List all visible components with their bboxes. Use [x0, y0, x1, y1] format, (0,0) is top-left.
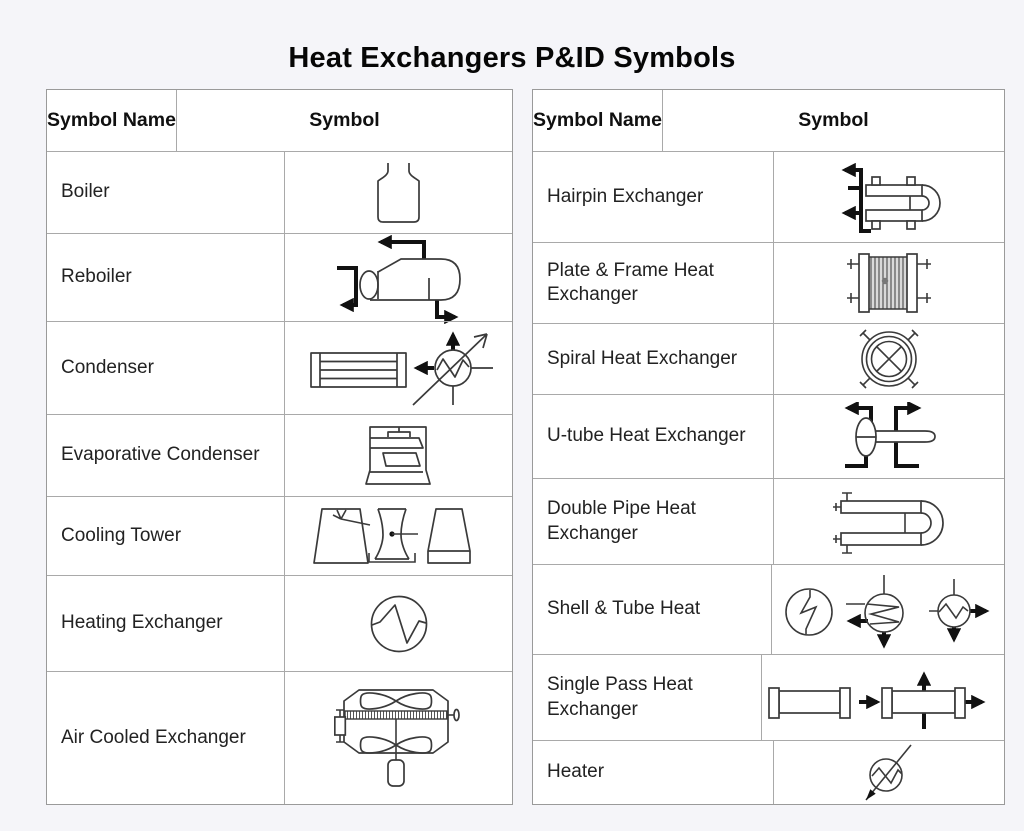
symbol-cell — [284, 497, 512, 575]
header-symbol: Symbol — [661, 90, 1004, 151]
evaporative-condenser-symbol — [364, 425, 431, 485]
symbol-cell — [773, 324, 1004, 394]
condenser-symbol — [309, 331, 493, 406]
single-pass-heat-exchanger-symbol — [768, 670, 986, 729]
table-row: Reboiler — [47, 233, 512, 325]
plate-frame-heat-exchanger-symbol — [847, 253, 932, 313]
air-cooled-exchanger-symbol — [333, 689, 460, 787]
table-row: Heating Exchanger — [47, 575, 512, 671]
symbol-name-cell: Heating Exchanger — [61, 612, 223, 634]
symbol-cell — [284, 415, 512, 496]
page-title: Heat Exchangers P&ID Symbols — [288, 42, 736, 74]
symbol-name-cell: Single Pass Heat Exchanger — [547, 674, 693, 720]
symbol-cell — [284, 576, 512, 671]
hairpin-exchanger-symbol — [841, 162, 941, 233]
symbol-name-cell: Hairpin Exchanger — [547, 185, 704, 207]
symbol-cell — [761, 655, 1004, 740]
symbol-name-cell: Boiler — [61, 181, 110, 203]
symbol-name-cell: Reboiler — [61, 266, 132, 288]
symbol-cell — [773, 243, 1004, 323]
table-header-row: Symbol Name Symbol — [47, 90, 512, 151]
symbol-cell — [771, 565, 1004, 654]
symbol-name-cell: Condenser — [61, 356, 154, 378]
spiral-heat-exchanger-symbol — [859, 329, 919, 389]
symbol-name-cell: Evaporative Condenser — [61, 444, 260, 466]
symbol-name-cell: Double Pipe Heat Exchanger — [547, 498, 696, 544]
symbol-name-cell: Heater — [547, 761, 605, 783]
table-row: Air Cooled Exchanger — [47, 671, 512, 804]
header-symbol-name: Symbol Name — [47, 109, 176, 131]
table-row: Hairpin Exchanger — [533, 151, 1004, 242]
table-header-row: Symbol Name Symbol — [533, 90, 1004, 151]
symbols-table-right: Symbol Name Symbol Hairpin Exchanger — [532, 89, 1005, 805]
header-symbol-name: Symbol Name — [533, 109, 662, 131]
table-row: Single Pass Heat Exchanger — [533, 654, 1004, 740]
u-tube-heat-exchanger-symbol — [844, 401, 936, 468]
symbol-cell — [773, 152, 1004, 242]
heater-symbol — [865, 743, 912, 801]
table-row: Plate & Frame Heat Exchanger — [533, 242, 1004, 323]
symbol-cell — [284, 672, 512, 804]
header-symbol: Symbol — [175, 90, 512, 151]
reboiler-symbol — [336, 234, 461, 325]
cooling-tower-symbol — [312, 508, 471, 564]
symbol-cell — [284, 234, 512, 325]
symbol-name-cell: Cooling Tower — [61, 524, 182, 546]
table-row: Double Pipe Heat Exchanger — [533, 478, 1004, 564]
table-row: Heater — [533, 740, 1004, 804]
symbol-cell — [284, 322, 512, 414]
symbol-name-cell: Spiral Heat Exchanger — [547, 347, 738, 369]
symbol-cell — [284, 152, 512, 233]
table-row: Evaporative Condenser — [47, 414, 512, 496]
table-row: U-tube Heat Exchanger — [533, 394, 1004, 478]
symbol-cell — [773, 395, 1004, 478]
symbol-name-cell: Air Cooled Exchanger — [61, 726, 246, 748]
table-row: Condenser — [47, 321, 512, 414]
heating-exchanger-symbol — [370, 595, 427, 652]
symbol-name-cell: Shell & Tube Heat — [547, 598, 701, 620]
shell-tube-heat-symbol — [785, 574, 990, 649]
table-row: Boiler — [47, 151, 512, 233]
symbol-name-cell: U-tube Heat Exchanger — [547, 425, 746, 447]
table-row: Spiral Heat Exchanger — [533, 323, 1004, 394]
symbol-cell — [773, 479, 1004, 564]
table-row: Shell & Tube Heat — [533, 564, 1004, 654]
symbol-cell — [773, 741, 1004, 804]
boiler-symbol — [376, 162, 420, 223]
table-row: Cooling Tower — [47, 496, 512, 575]
double-pipe-heat-exchanger-symbol — [833, 491, 944, 554]
symbol-name-cell: Plate & Frame Heat Exchanger — [547, 259, 714, 305]
symbols-table-left: Symbol Name Symbol Boiler Reboiler — [46, 89, 513, 805]
